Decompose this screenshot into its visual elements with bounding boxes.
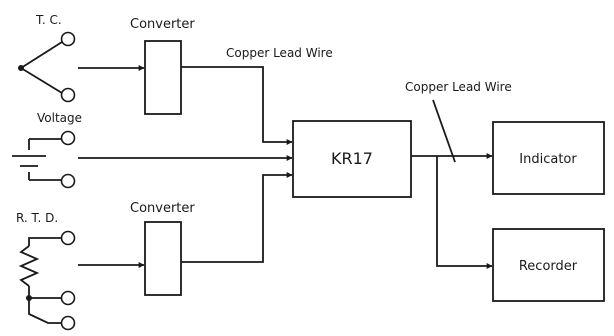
- thermocouple-terminal-bottom: [60, 87, 76, 103]
- indicator-block: Indicator: [492, 121, 605, 195]
- thermocouple-terminal-top: [60, 31, 76, 47]
- voltage-input: Voltage: [12, 111, 293, 189]
- converter-top-to-kr17-wire: [181, 66, 293, 145]
- thermocouple-label: T. C.: [35, 13, 62, 27]
- thermocouple-input: T. C.: [18, 13, 145, 103]
- rtd-terminal-middle: [60, 290, 76, 306]
- voltage-label: Voltage: [37, 111, 82, 125]
- rtd-terminal-bottom: [60, 315, 76, 331]
- recorder-label: Recorder: [519, 259, 578, 274]
- copper-lead-wire-label-output: Copper Lead Wire: [405, 80, 512, 94]
- recorder-block: Recorder: [492, 228, 605, 302]
- converter-bottom-box: [144, 221, 182, 296]
- lead-wire-pointer: [432, 99, 456, 163]
- kr17-box: [292, 120, 412, 198]
- indicator-label: Indicator: [519, 152, 577, 167]
- voltage-terminal-top: [60, 130, 76, 146]
- rtd-terminal-top: [60, 230, 76, 246]
- rtd-resistor-zigzag: [18, 245, 40, 287]
- converter-bottom-label: Converter: [130, 201, 195, 216]
- converter-bottom: Converter: [130, 201, 195, 296]
- converter-top-label: Converter: [130, 17, 195, 32]
- kr17-label: KR17: [331, 149, 373, 168]
- kr17-unit: KR17: [292, 120, 412, 198]
- copper-lead-wire-label-input: Copper Lead Wire: [226, 46, 333, 60]
- converter-top-box: [144, 40, 182, 115]
- voltage-terminal-bottom: [60, 173, 76, 189]
- converter-bottom-to-kr17-wire: [181, 172, 293, 263]
- indicator-box: [492, 121, 605, 195]
- converter-top: Converter: [130, 17, 195, 115]
- rtd-label: R. T. D.: [16, 211, 58, 225]
- recorder-box: [492, 228, 605, 302]
- rtd-input: R. T. D.: [16, 211, 145, 331]
- kr17-to-recorder-wire: [436, 156, 493, 269]
